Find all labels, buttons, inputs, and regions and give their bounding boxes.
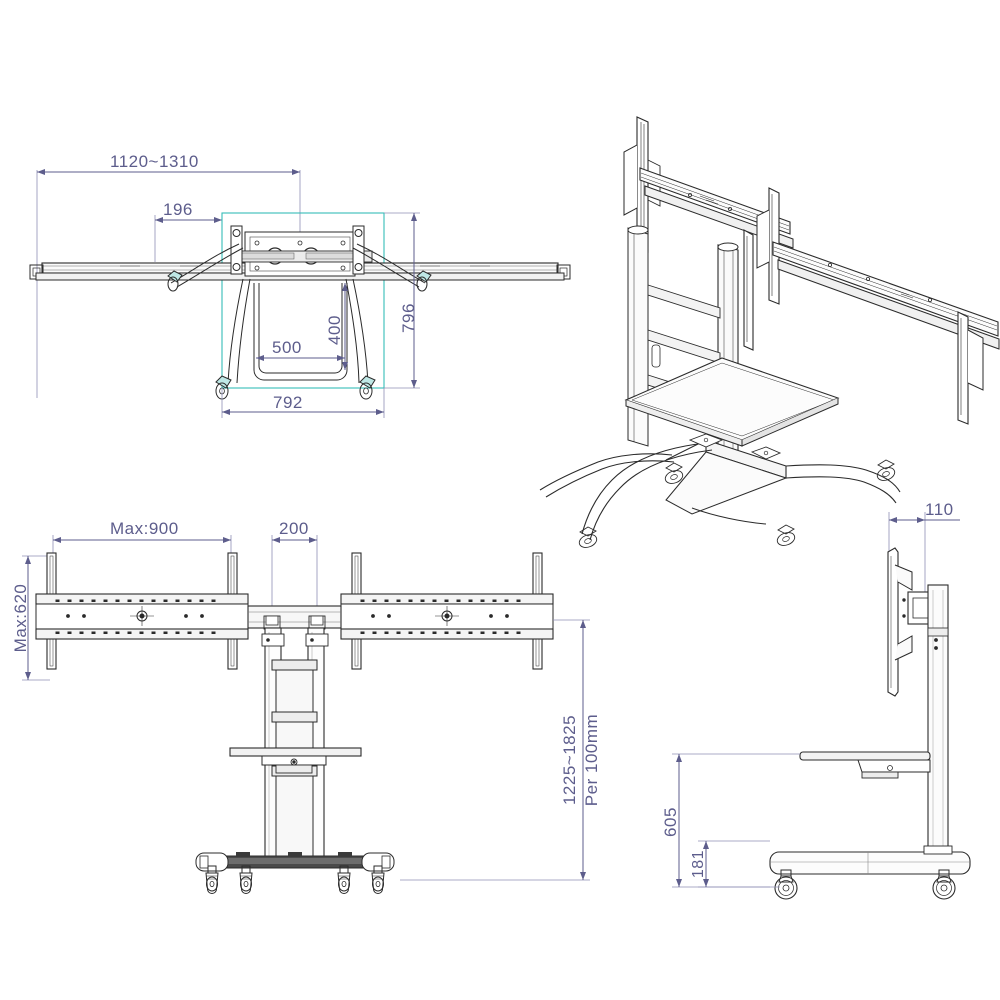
- view-front: Max:900 200 Max:620: [11, 519, 601, 894]
- center-mount-plate: [233, 231, 373, 277]
- dimension-column-spacing: 200: [271, 519, 318, 615]
- dim-label-base-depth: 796: [399, 303, 418, 333]
- front-caster-2: [239, 865, 253, 894]
- dim-label-mount-height-step: Per 100mm: [582, 714, 601, 806]
- dimension-overall-width: 1120~1310: [36, 152, 301, 398]
- dim-label-base-width: 792: [273, 393, 303, 412]
- view-top: 1120~1310 196: [29, 152, 571, 418]
- side-bracket-right: [352, 225, 365, 275]
- dim-label-screen-offset-depth: 110: [925, 500, 954, 519]
- dimension-screen-max-width: Max:900: [52, 519, 232, 600]
- side-base: [769, 845, 971, 875]
- iso-caster-back: [576, 526, 600, 551]
- side-mast: [927, 584, 949, 869]
- dim-label-column-spacing: 200: [279, 519, 309, 538]
- dim-label-overall-width: 1120~1310: [110, 152, 199, 171]
- iso-caster-right: [874, 459, 898, 484]
- dim-label-inner-width: 500: [272, 338, 302, 357]
- caster-rear-left-top: [167, 270, 183, 292]
- dim-label-inner-depth: 400: [325, 315, 344, 345]
- base-footprint-outline: [221, 212, 385, 389]
- dim-label-screen-max-height: Max:620: [11, 584, 30, 653]
- dim-label-shelf-height: 605: [661, 807, 680, 837]
- display-bracket-right: [340, 552, 554, 670]
- display-bracket-left: [35, 552, 249, 670]
- dimension-base-width: 792: [221, 388, 385, 418]
- dimension-inner-width: 500: [256, 338, 345, 361]
- dimension-base-depth: 796: [384, 212, 420, 389]
- dim-label-base-bar-height: 181: [690, 850, 707, 878]
- iso-shelf: [624, 357, 840, 447]
- iso-rail-2: [772, 241, 1000, 350]
- front-mast: [261, 627, 329, 861]
- front-base: [195, 852, 395, 872]
- iso-bracket-post-3: [957, 311, 984, 425]
- shelf-outline-top: [253, 283, 348, 381]
- dim-label-mount-height-range: 1225~1825: [560, 715, 579, 805]
- view-isometric: [539, 116, 1000, 551]
- front-shelf: [229, 747, 362, 774]
- caster-rear-right-top: [416, 270, 432, 292]
- dimension-mount-height-range: 1225~1825 Per 100mm: [400, 619, 601, 881]
- iso-bracket-post-4: [743, 229, 754, 351]
- iso-caster-front: [774, 524, 798, 549]
- front-caster-3: [337, 865, 351, 894]
- dim-label-screen-max-width: Max:900: [110, 519, 179, 538]
- side-shelf: [799, 751, 931, 779]
- dimension-bracket-offset: 196: [154, 200, 223, 262]
- front-cross-tube: [247, 605, 342, 630]
- view-side: 110: [661, 500, 971, 900]
- iso-base-frame: [539, 433, 901, 541]
- caster-front-right-top: [359, 375, 376, 400]
- dimension-screen-max-height: Max:620: [11, 555, 50, 681]
- dimension-inner-depth: 400: [325, 283, 348, 370]
- iso-bracket-post-1: [623, 116, 661, 253]
- side-bracket-left: [230, 225, 243, 275]
- dim-label-bracket-offset: 196: [163, 200, 193, 219]
- dimension-base-bar-height: 181: [690, 840, 770, 888]
